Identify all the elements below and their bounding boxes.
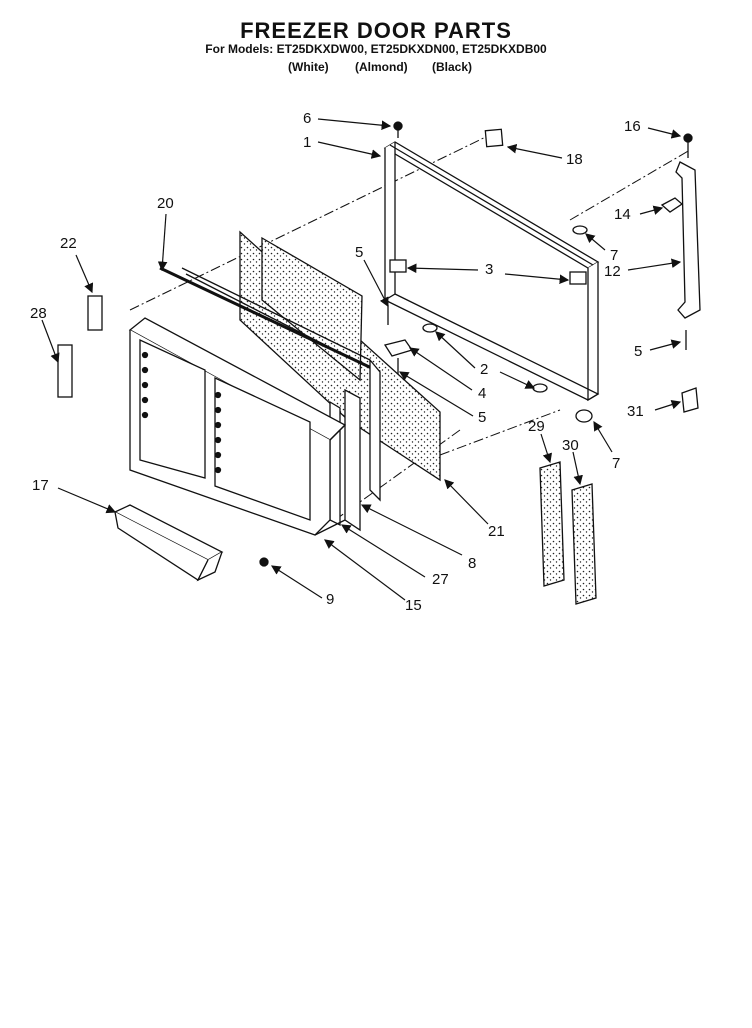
color-white: (White) [288,60,329,74]
callout-7-bottom: 7 [612,455,620,472]
callout-8: 8 [468,555,476,572]
callout-15: 15 [405,597,422,614]
callout-21: 21 [488,523,505,540]
color-almond: (Almond) [355,60,408,74]
color-black: (Black) [432,60,473,74]
callout-31: 31 [627,403,644,420]
door-frame [383,141,600,402]
callout-9: 9 [326,591,334,608]
callout-6: 6 [303,110,311,127]
callout-29: 29 [528,418,545,435]
callout-5-top: 5 [355,244,363,261]
callout-22: 22 [60,235,77,252]
callout-20: 20 [157,195,174,212]
callout-7-top: 7 [610,247,618,264]
callout-27: 27 [432,571,449,588]
page-title: FREEZER DOOR PARTS [240,18,512,43]
callout-3: 3 [485,261,493,278]
callout-4: 4 [478,385,486,402]
callout-2: 2 [480,361,488,378]
callout-12: 12 [604,263,621,280]
callout-5-right: 5 [634,343,642,360]
callout-14: 14 [614,206,631,223]
callout-1: 1 [303,134,311,151]
door-liner [128,317,347,536]
callout-30: 30 [562,437,579,454]
callout-16: 16 [624,118,641,135]
model-list: For Models: ET25DKXDW00, ET25DKXDN00, ET… [205,42,547,56]
callout-18: 18 [566,151,583,168]
callout-5-mid: 5 [478,409,486,426]
callout-28: 28 [30,305,47,322]
callout-17: 17 [32,477,49,494]
